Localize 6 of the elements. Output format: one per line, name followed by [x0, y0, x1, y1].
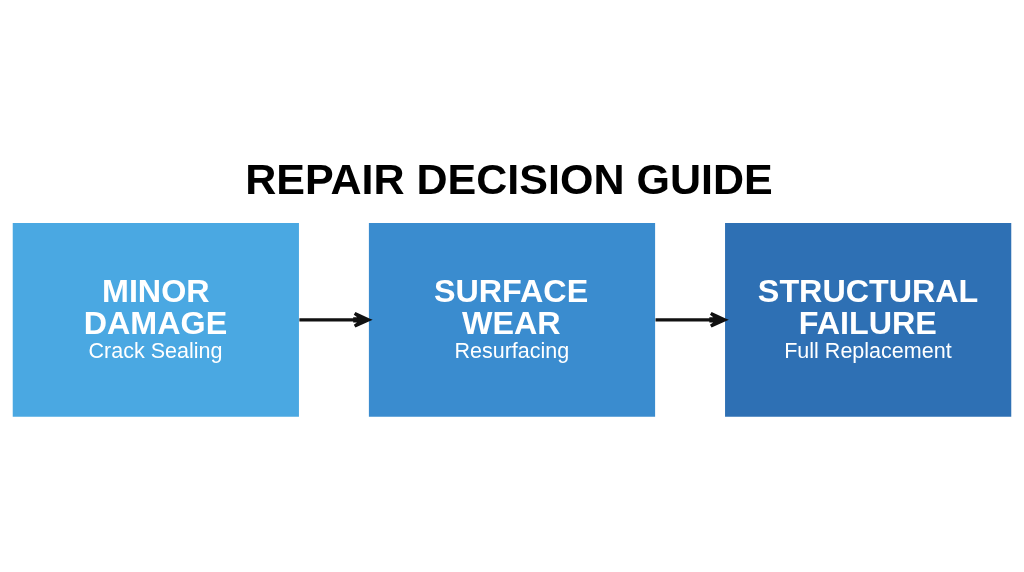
arrow	[299, 311, 371, 328]
node-box: MINOR DAMAGE Crack Sealing	[12, 222, 299, 417]
node-box: SURFACE WEAR Resurfacing	[368, 222, 656, 417]
diagram-title: REPAIR DECISION GUIDE	[245, 154, 773, 203]
arrow	[655, 311, 727, 328]
node-box: STRUCTURAL FAILURE Full Replacement	[725, 222, 1012, 417]
